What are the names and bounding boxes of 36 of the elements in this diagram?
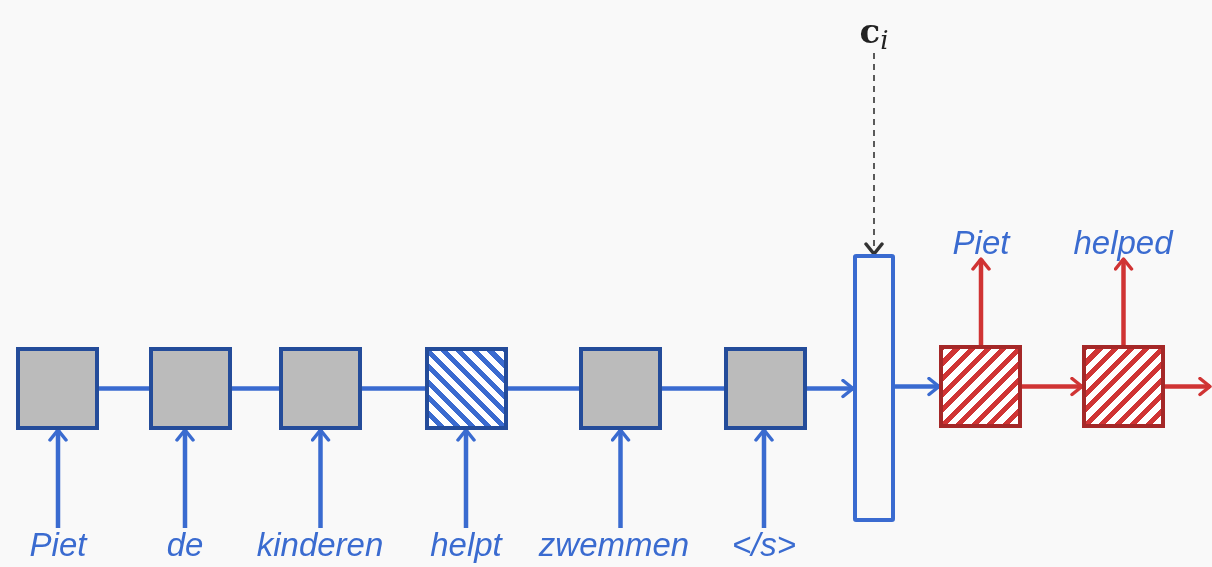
- input-word: </s>: [731, 528, 797, 561]
- context-vector-label: c$_{i}$: [859, 14, 889, 53]
- highlighted-encoder-cell: [425, 347, 508, 430]
- arrow: [895, 376, 941, 397]
- connector-line: [362, 386, 425, 391]
- connector-line: [662, 386, 724, 391]
- arrow: [1113, 257, 1134, 345]
- arrow: [175, 428, 195, 528]
- encoder-cell: [149, 347, 232, 430]
- input-word: zwemmen: [538, 528, 690, 561]
- encoder-cell: [279, 347, 362, 430]
- encoder-cell: [16, 347, 99, 430]
- input-word: Piet: [29, 528, 87, 561]
- arrow: [1022, 376, 1084, 397]
- arrow: [807, 378, 855, 399]
- arrow: [1165, 376, 1212, 397]
- arrow: [456, 428, 476, 528]
- arrow: [971, 257, 991, 345]
- encoder-cell: [579, 347, 662, 430]
- arrow: [48, 428, 68, 528]
- arrow: [610, 428, 631, 528]
- arrow: [754, 428, 774, 528]
- arrow: [310, 428, 331, 528]
- input-word: de: [166, 528, 204, 561]
- context-vector-bar: [853, 254, 895, 522]
- input-word: helpt: [430, 528, 502, 561]
- input-word: kinderen: [256, 528, 384, 561]
- dashed-arrow: [864, 52, 884, 256]
- output-word: Piet: [952, 226, 1010, 259]
- connector-line: [99, 386, 149, 391]
- decoder-cell: [939, 345, 1022, 428]
- connector-line: [232, 386, 279, 391]
- output-word: helped: [1073, 226, 1173, 259]
- decoder-cell: [1082, 345, 1165, 428]
- encoder-cell: [724, 347, 807, 430]
- connector-line: [508, 386, 579, 391]
